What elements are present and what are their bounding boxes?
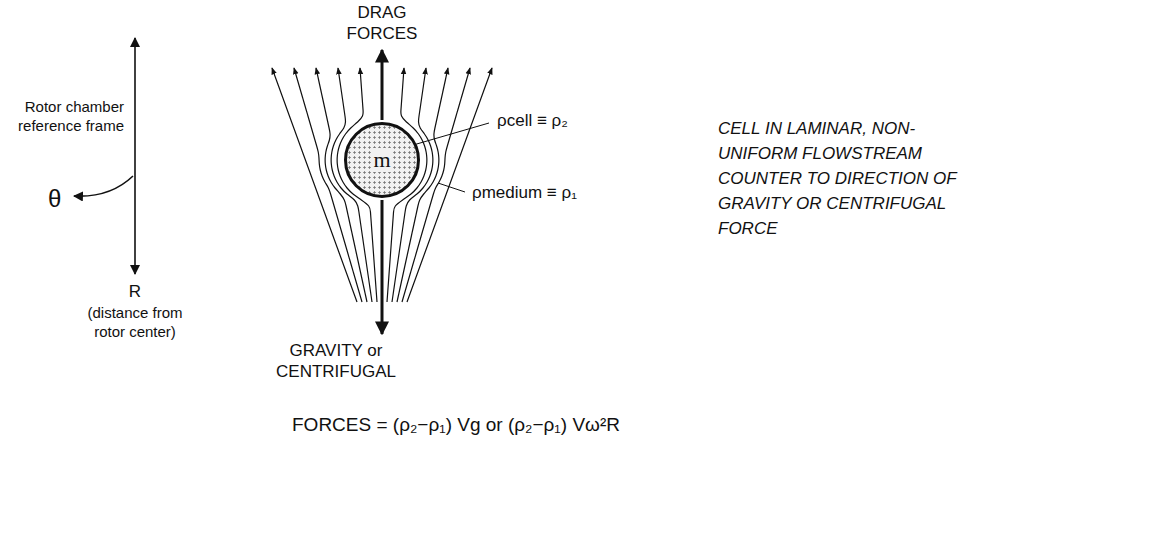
axis-symbol: θ	[48, 184, 61, 214]
theta-arrow	[74, 176, 133, 196]
axis-symbol: R	[129, 281, 141, 302]
force-label: GRAVITY or CENTRIFUGAL	[276, 340, 396, 383]
cell-circle: m	[344, 122, 420, 198]
drag-arrow	[381, 50, 384, 120]
gravity-arrow	[381, 200, 384, 334]
force-label: DRAG FORCES	[347, 2, 418, 45]
streamline	[402, 68, 470, 302]
force-equation: FORCES = (ρ₂−ρ₁) Vg or (ρ₂−ρ₁) Vω²R	[292, 413, 620, 437]
density-label: ρmedium ≡ ρ₁	[470, 182, 579, 203]
frame-axis-arrow	[134, 38, 136, 274]
frame-label: Rotor chamber reference frame	[6, 98, 124, 136]
leader-line	[438, 183, 465, 192]
mass-label: m	[371, 148, 392, 172]
streamline	[294, 68, 362, 302]
axis-note: (distance from rotor center)	[76, 304, 194, 342]
caption-note: CELL IN LAMINAR, NON-UNIFORM FLOWSTREAM …	[718, 116, 958, 241]
density-label: ρcell ≡ ρ₂	[495, 110, 570, 131]
